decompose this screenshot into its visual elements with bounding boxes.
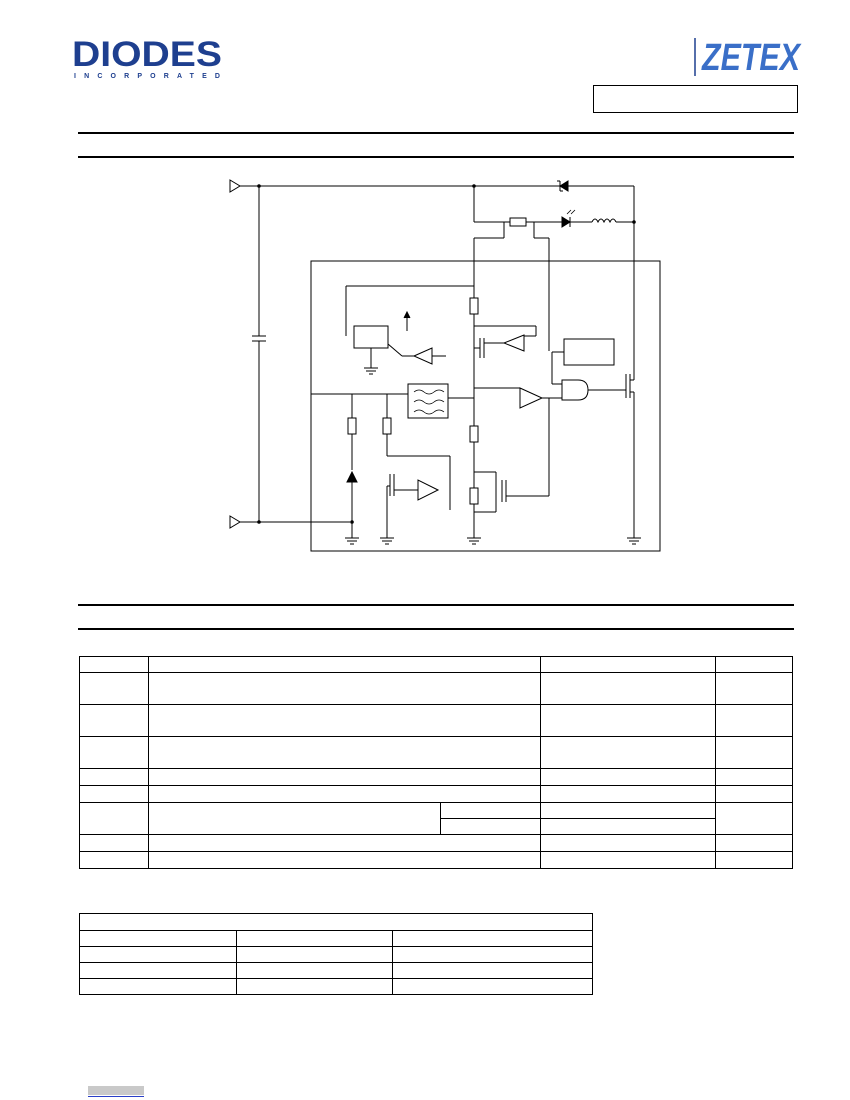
sense-resistor [509, 217, 527, 227]
amplifier-icon [502, 334, 525, 352]
section-rule-top [78, 132, 794, 134]
ground-icon [364, 367, 378, 375]
table-row [79, 930, 593, 947]
gnd-terminal [229, 515, 241, 529]
led-icon [561, 216, 571, 228]
resistor [382, 417, 392, 435]
resistor [469, 487, 479, 505]
reference-block [353, 325, 389, 349]
diodes-logo: DIODES INCORPORATED [72, 36, 222, 80]
table-row [79, 978, 593, 995]
oscillator-block [407, 383, 449, 419]
section-rule-bottom [78, 628, 794, 630]
ground-icon [345, 537, 359, 545]
and-gate-icon [561, 379, 589, 401]
table-row [79, 834, 793, 852]
table-row [79, 656, 793, 673]
table-row [79, 913, 593, 931]
diodes-wordmark: DIODES [72, 36, 222, 74]
table-row [79, 962, 593, 979]
block-diagram [229, 179, 661, 552]
schottky-diode [559, 180, 569, 192]
table-row [79, 785, 793, 803]
table-row [79, 672, 793, 705]
ratings-table [79, 656, 793, 869]
resistor [469, 425, 479, 443]
amplifier-icon [417, 479, 440, 501]
part-number-box [593, 85, 798, 113]
zetex-wordmark: ZETEX [701, 37, 802, 78]
table-row [79, 736, 793, 769]
amplifier-icon [412, 347, 433, 365]
table-row [79, 802, 793, 835]
table-row [79, 768, 793, 786]
ground-icon [627, 537, 641, 545]
section-rule-top [78, 604, 794, 606]
table-row [79, 946, 593, 963]
thermal-table [79, 913, 593, 995]
table-row [79, 704, 793, 737]
ground-icon [467, 537, 481, 545]
table-row [79, 851, 793, 869]
ic-outline [310, 260, 661, 552]
zener-diode [346, 470, 358, 483]
zetex-logo: ZETEX [694, 37, 802, 78]
resistor [469, 297, 479, 315]
vin-terminal [229, 179, 241, 193]
diodes-subtitle: INCORPORATED [74, 73, 220, 80]
footer-link[interactable] [88, 1096, 144, 1097]
ground-icon [380, 537, 394, 545]
logic-block [563, 338, 615, 366]
comparator-icon [519, 387, 544, 409]
resistor [347, 417, 357, 435]
inductor-icon [591, 218, 617, 224]
section-rule-bottom [78, 156, 794, 158]
footer-link-highlight [88, 1086, 144, 1095]
